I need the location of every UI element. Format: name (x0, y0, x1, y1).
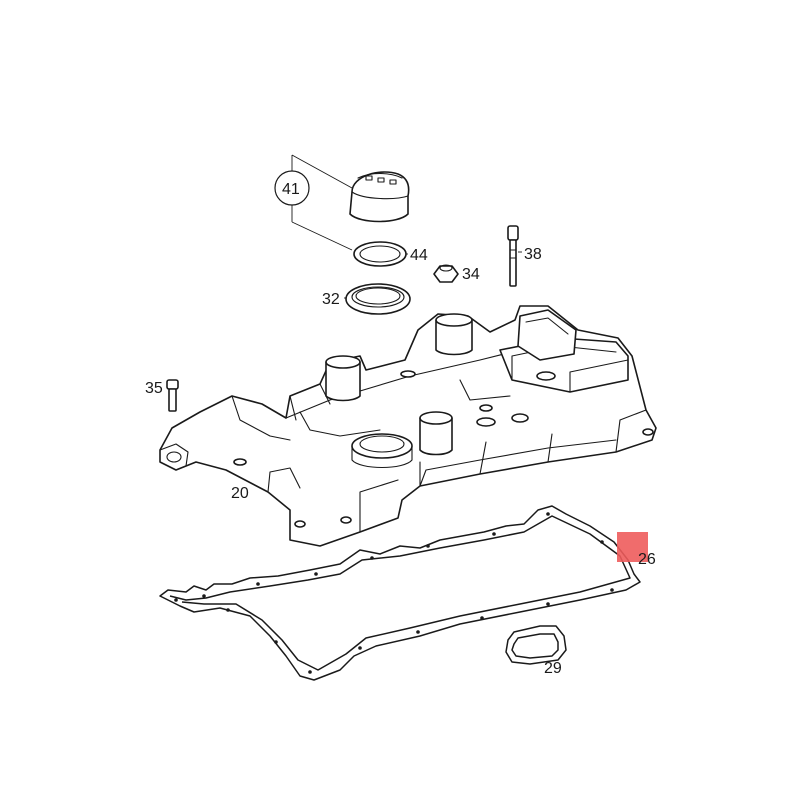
callout-20-label: 20 (231, 485, 249, 502)
callout-29-label: 29 (544, 660, 562, 677)
plug-nut-34[interactable] (433, 264, 459, 283)
callout-41-circle (274, 170, 310, 206)
callout-35-label: 35 (145, 380, 163, 397)
gasket-26-holes (174, 512, 614, 674)
callout-38-label: 38 (524, 246, 542, 263)
small-gasket-29[interactable] (505, 625, 567, 665)
callout-44-label: 44 (410, 247, 428, 264)
callout-41-label: 41 (282, 181, 300, 198)
callout-26-label: 26 (638, 551, 656, 568)
seal-ring-32[interactable] (345, 283, 411, 315)
callout-32-label: 32 (322, 291, 340, 308)
cylinder-head-cover-20[interactable] (159, 305, 657, 547)
bolt-35[interactable] (166, 379, 179, 412)
callout-34-label: 34 (462, 266, 480, 283)
oil-filler-cap[interactable] (349, 171, 410, 223)
gasket-26-highlight-marker (617, 532, 648, 562)
bolt-38[interactable] (507, 225, 519, 287)
cover-gasket-26[interactable] (159, 505, 641, 681)
callout-41: 41 (274, 154, 353, 251)
seal-ring-44[interactable] (353, 241, 407, 267)
